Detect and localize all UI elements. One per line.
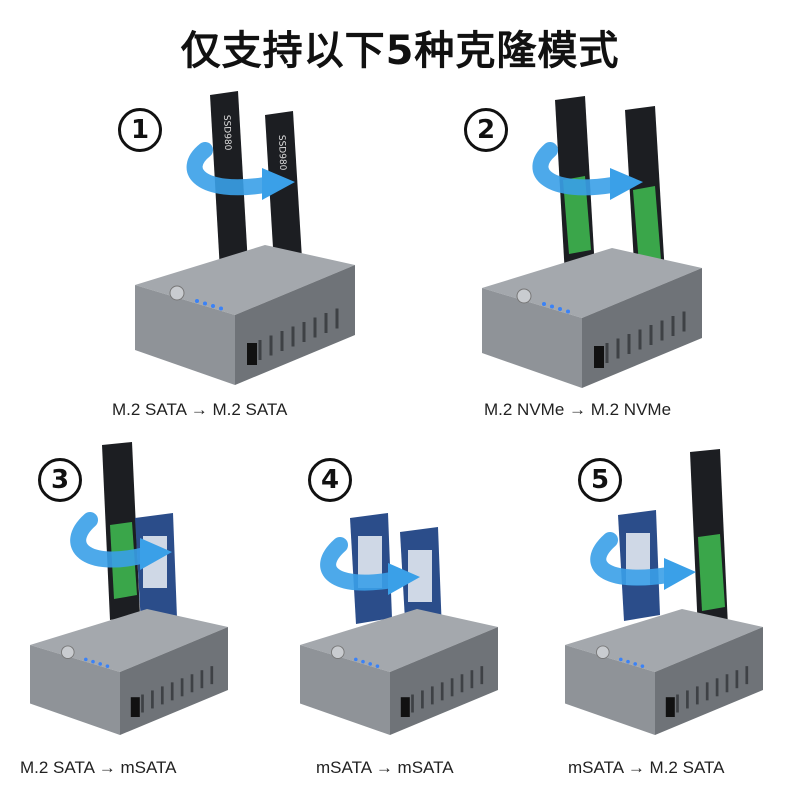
clone-arrow-4 bbox=[320, 537, 400, 591]
mode-caption-1: M.2 SATA → M.2 SATA bbox=[112, 400, 288, 419]
m2-green-ssd-target bbox=[625, 106, 665, 280]
page-title: 仅支持以下5种克隆模式 bbox=[180, 28, 620, 74]
msata-blue-ssd-source bbox=[618, 510, 660, 621]
device-illustration-1: SSD980 SSD980 bbox=[186, 91, 303, 281]
mode-number-5: 5 bbox=[578, 458, 622, 502]
msata-blue-ssd-source bbox=[350, 513, 392, 624]
clone-arrow-5 bbox=[590, 532, 676, 586]
device-illustration-5 bbox=[590, 449, 728, 632]
m2-green-ssd-target bbox=[690, 449, 728, 632]
clone-arrow-2 bbox=[532, 142, 620, 196]
mode-caption-2: M.2 NVMe → M.2 NVMe bbox=[484, 400, 672, 419]
device-illustration-2 bbox=[532, 96, 665, 280]
clone-mode-3: 3 M.2 SATA → mSATA bbox=[0, 440, 270, 800]
device-illustration-3 bbox=[70, 442, 177, 624]
mode-caption-4: mSATA → mSATA bbox=[316, 758, 454, 777]
clone-arrow-1 bbox=[186, 142, 273, 196]
device-illustration-4 bbox=[320, 513, 442, 638]
mode-caption-3: M.2 SATA → mSATA bbox=[20, 758, 177, 777]
clone-mode-2: 2 M.2 NVMe → M.2 NVMe bbox=[400, 0, 800, 440]
clone-mode-5: 5 mSATA → M.2 SATA bbox=[540, 440, 800, 800]
clone-arrow-3 bbox=[70, 512, 153, 568]
m2-green-ssd-source bbox=[102, 442, 140, 620]
mode-number-4: 4 bbox=[308, 458, 352, 502]
svg-text:SSD980: SSD980 bbox=[276, 135, 287, 171]
clone-mode-4: 4 mSATA → mSATA bbox=[270, 440, 540, 800]
mode-caption-5: mSATA → M.2 SATA bbox=[568, 758, 725, 777]
m2-black-ssd-target: SSD980 bbox=[265, 111, 303, 281]
clone-mode-1: 1 SSD980 SSD980 M.2 SATA → M.2 SATA bbox=[0, 0, 400, 440]
svg-text:SSD980: SSD980 bbox=[221, 115, 232, 151]
mode-number-3: 3 bbox=[38, 458, 82, 502]
mode-number-1: 1 bbox=[118, 108, 162, 152]
mode-number-2: 2 bbox=[464, 108, 508, 152]
